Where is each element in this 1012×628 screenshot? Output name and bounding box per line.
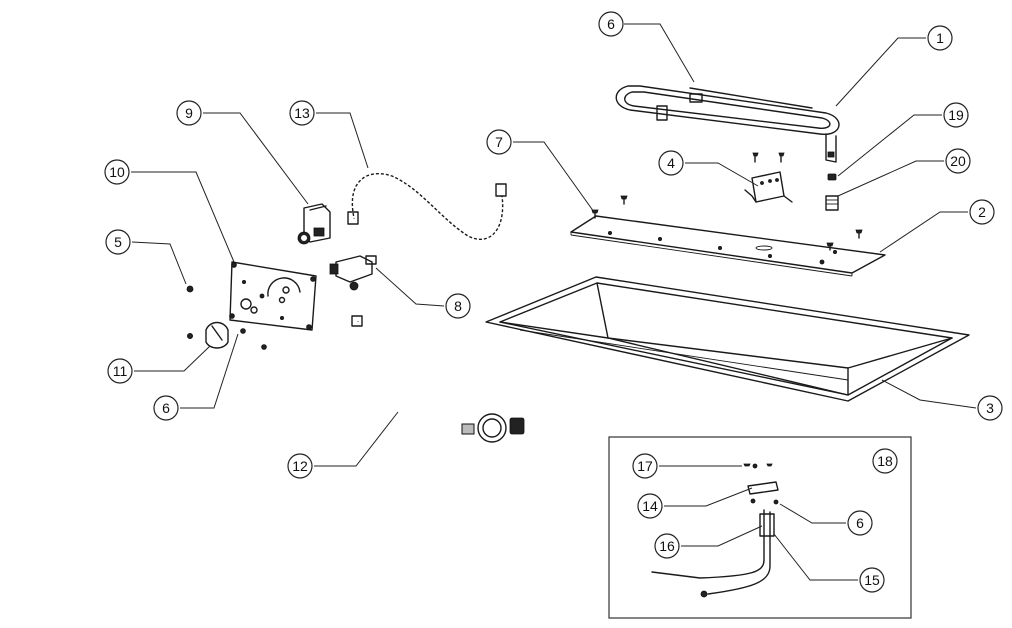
- callout-label: 6: [856, 515, 864, 531]
- callout-17: 17: [632, 453, 658, 479]
- control-knob: [186, 321, 267, 350]
- callout-label: 11: [113, 363, 128, 379]
- callout-14: 14: [637, 493, 663, 519]
- callout-label: 19: [948, 107, 964, 123]
- callout-label: 2: [978, 204, 986, 220]
- callout-label: 14: [642, 498, 658, 514]
- ignition-module: [297, 203, 331, 245]
- burner-plate: [570, 215, 886, 277]
- callout-12: 12: [287, 453, 313, 479]
- callout-label: 13: [294, 105, 310, 121]
- callout-6-top: 6: [598, 11, 624, 37]
- callout-label: 15: [864, 572, 880, 588]
- callout-label: 16: [659, 538, 675, 554]
- callout-20: 20: [945, 148, 971, 174]
- callout-16: 16: [654, 533, 680, 559]
- callout-8: 8: [445, 293, 471, 319]
- callout-label: 6: [162, 400, 170, 416]
- callout-label: 6: [607, 16, 615, 32]
- inset-thermocouple-assembly: [608, 436, 912, 619]
- callout-11: 11: [107, 358, 133, 384]
- callout-9: 9: [176, 100, 202, 126]
- callout-label: 18: [877, 453, 893, 469]
- gas-valve: [329, 255, 377, 291]
- callout-2: 2: [969, 199, 995, 225]
- callout-label: 4: [667, 155, 675, 171]
- plate-screws: [591, 195, 863, 251]
- callout-label: 1: [936, 30, 944, 46]
- callout-15: 15: [859, 567, 885, 593]
- callout-18: 18: [872, 448, 898, 474]
- callout-6-inset: 6: [847, 510, 873, 536]
- flex-hose: [347, 170, 507, 243]
- trough-pan: [485, 276, 970, 402]
- callout-6-left: 6: [153, 395, 179, 421]
- callout-label: 3: [986, 400, 994, 416]
- callout-label: 10: [109, 164, 125, 180]
- callout-label: 7: [495, 134, 503, 150]
- callout-1: 1: [927, 25, 953, 51]
- callout-10: 10: [104, 159, 130, 185]
- callout-label: 12: [292, 458, 308, 474]
- callout-13: 13: [289, 100, 315, 126]
- orifice-parts: [825, 173, 839, 211]
- callout-3: 3: [977, 395, 1003, 421]
- callout-7: 7: [486, 129, 512, 155]
- leader-lines: [131, 23, 977, 581]
- callout-label: 8: [454, 298, 462, 314]
- callout-19: 19: [943, 102, 969, 128]
- callout-label: 9: [185, 105, 193, 121]
- callout-label: 17: [637, 458, 653, 474]
- screw-5: [186, 285, 194, 293]
- control-panel: [229, 261, 317, 331]
- bracket: [744, 152, 793, 203]
- callout-label: 5: [114, 234, 122, 250]
- callout-label: 20: [950, 153, 966, 169]
- regulator-hose: [351, 315, 525, 443]
- callout-5: 5: [105, 229, 131, 255]
- callout-4: 4: [658, 150, 684, 176]
- burner-ring: [615, 85, 840, 163]
